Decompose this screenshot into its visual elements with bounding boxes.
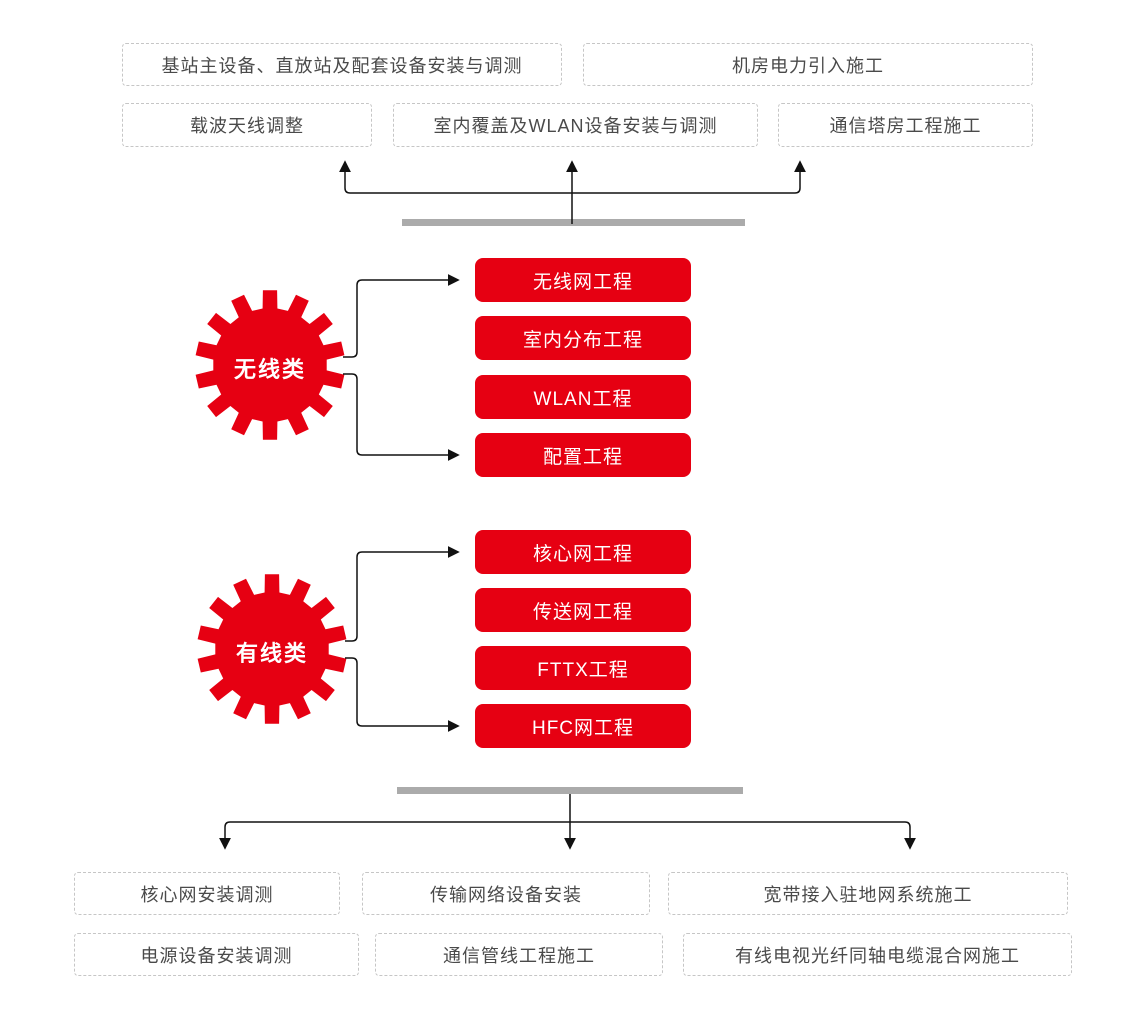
task-box-core-network-install: 核心网安装调测 <box>74 872 340 915</box>
task-box-catv-hybrid-network: 有线电视光纤同轴电缆混合网施工 <box>683 933 1072 976</box>
gear-label-wireless: 无线类 <box>233 357 306 382</box>
red-box-wlan: WLAN工程 <box>475 375 691 419</box>
wired-to-last-box-arrow <box>345 657 460 732</box>
wireless-to-last-box-arrow <box>343 373 460 461</box>
wired-to-first-box-arrow <box>345 546 460 642</box>
red-box-indoor-distribution: 室内分布工程 <box>475 316 691 360</box>
red-box-hfc: HFC网工程 <box>475 704 691 748</box>
red-box-fttx: FTTX工程 <box>475 646 691 690</box>
task-box-tower-room: 通信塔房工程施工 <box>778 103 1033 147</box>
gear-label-wired: 有线类 <box>235 641 308 666</box>
task-box-transmission-equipment: 传输网络设备安装 <box>362 872 650 915</box>
red-box-wireless-network: 无线网工程 <box>475 258 691 302</box>
red-box-configuration: 配置工程 <box>475 433 691 477</box>
task-box-pipeline-engineering: 通信管线工程施工 <box>375 933 663 976</box>
bottom-branch-connector <box>219 821 916 850</box>
task-box-carrier-antenna: 载波天线调整 <box>122 103 372 147</box>
task-box-broadband-access: 宽带接入驻地网系统施工 <box>668 872 1068 915</box>
top-divider-bar <box>402 219 745 226</box>
red-box-core-network: 核心网工程 <box>475 530 691 574</box>
wireless-to-first-box-arrow <box>343 274 460 358</box>
top-branch-connector <box>339 160 806 194</box>
task-box-base-station-equipment: 基站主设备、直放站及配套设备安装与调测 <box>122 43 562 86</box>
bottom-divider-bar <box>397 787 743 794</box>
task-box-indoor-wlan: 室内覆盖及WLAN设备安装与调测 <box>393 103 758 147</box>
task-box-power-lead-in: 机房电力引入施工 <box>583 43 1033 86</box>
task-box-power-equipment: 电源设备安装调测 <box>74 933 359 976</box>
red-box-transport-network: 传送网工程 <box>475 588 691 632</box>
